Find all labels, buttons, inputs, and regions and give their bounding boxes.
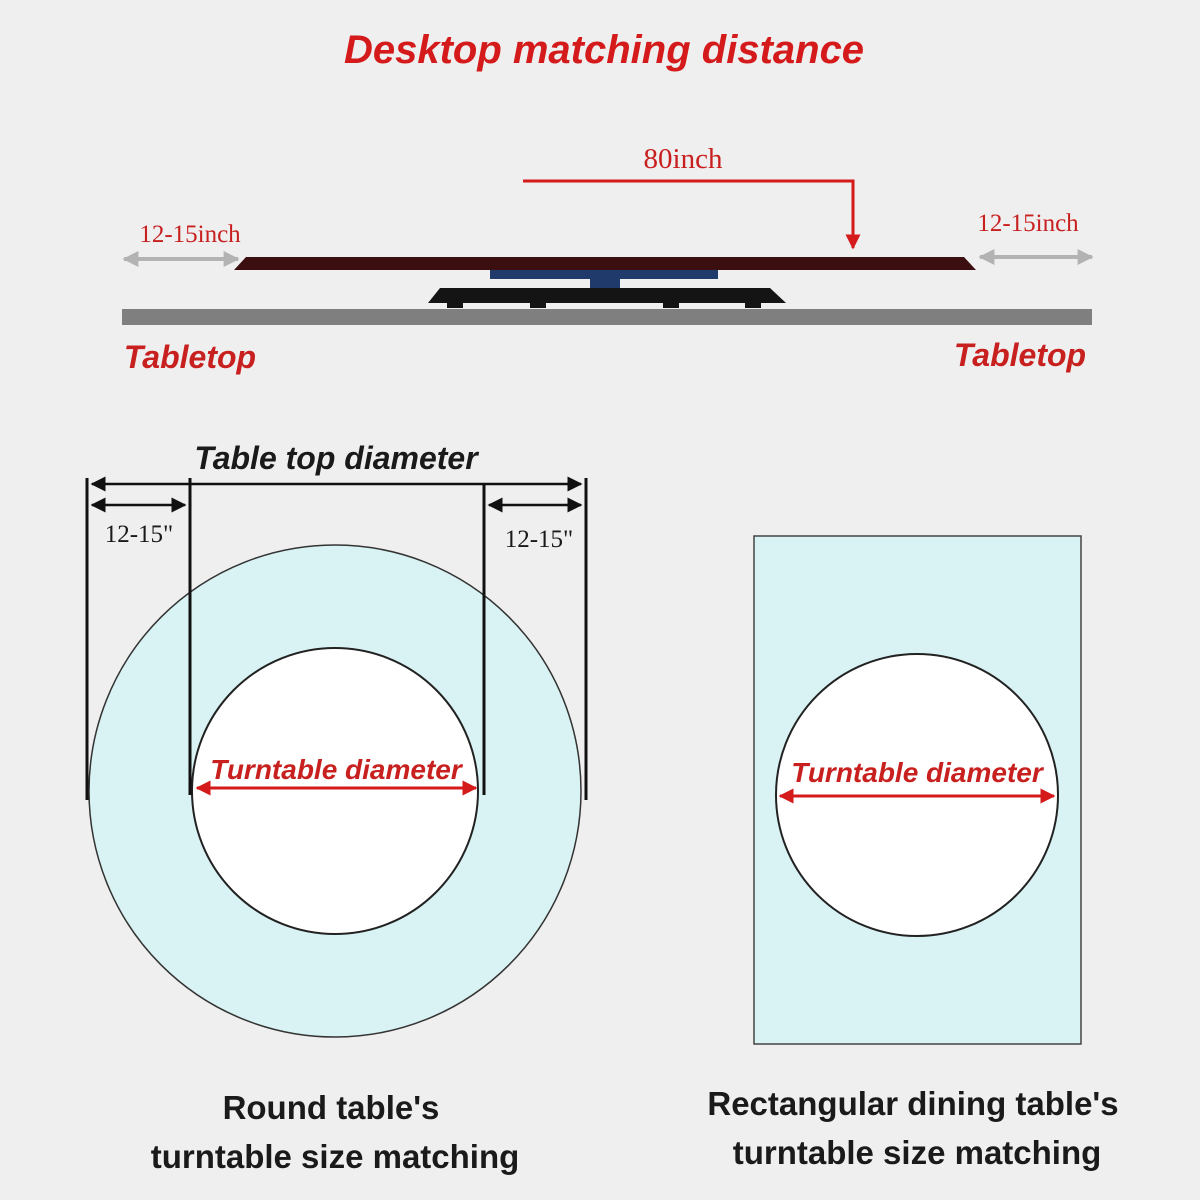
side-view: 80inch 12-15inch 12-15inch Tabletop Tabl… [122,143,1094,375]
diagram-title: Desktop matching distance [344,28,864,72]
turntable-bearing [490,270,718,279]
left-gap-label: 12-15inch [139,221,241,248]
rect-table-diagram: Turntable diameter Rectangular dining ta… [707,535,1119,1171]
turntable-base [428,288,786,303]
right-tabletop-label: Tabletop [954,337,1086,373]
rect-caption-line1: Rectangular dining table's [707,1085,1118,1122]
base-foot-4 [745,300,761,308]
round-table-diagram: Table top diameter 12-15" 12-15" Turntab… [85,440,588,1175]
round-right-gap-label: 12-15" [505,526,574,553]
round-left-gap-label: 12-15" [105,521,174,548]
distance-label: 80inch [644,143,723,175]
tabletop-bar [122,309,1092,325]
round-turntable [191,647,479,935]
base-foot-1 [447,300,463,308]
base-foot-2 [530,300,546,308]
rect-turntable-diameter-label: Turntable diameter [791,757,1045,788]
turntable-top-plate [234,257,976,270]
round-caption-line2: turntable size matching [151,1138,520,1175]
round-caption-line1: Round table's [223,1089,440,1126]
table-top-diameter-label: Table top diameter [194,440,479,476]
rect-caption-line2: turntable size matching [733,1134,1102,1171]
round-turntable-diameter-label: Turntable diameter [210,754,464,785]
base-foot-3 [663,300,679,308]
right-gap-label: 12-15inch [977,210,1079,237]
turntable-center-post [590,279,620,289]
distance-pointer-arrow [523,179,861,250]
left-tabletop-label: Tabletop [124,339,256,375]
